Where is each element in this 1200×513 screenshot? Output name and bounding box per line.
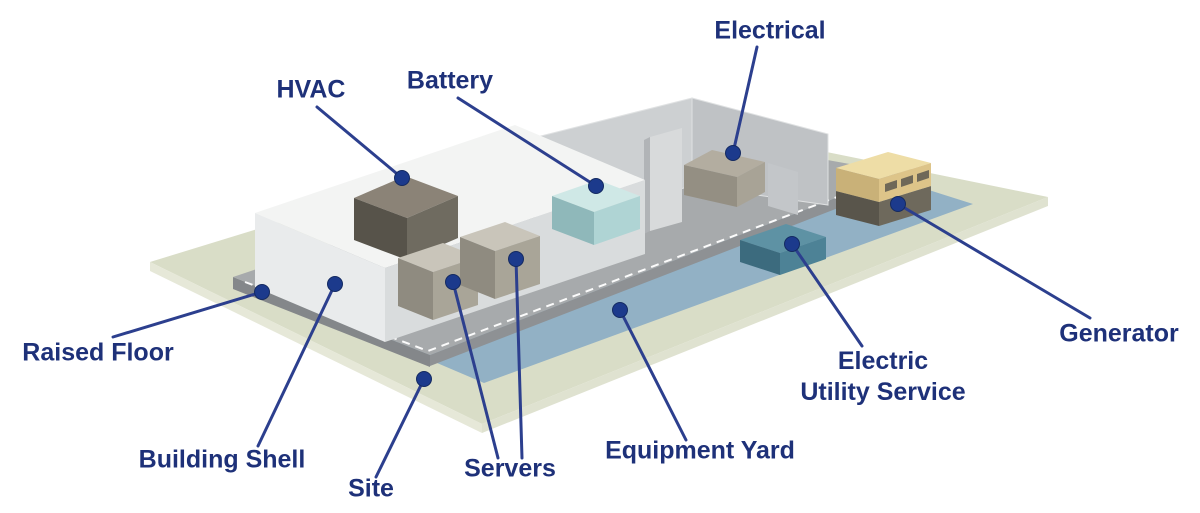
label-site: Site bbox=[348, 474, 394, 503]
utility-face-front bbox=[780, 237, 826, 275]
server2-face-left bbox=[460, 237, 495, 299]
leader-electrical bbox=[731, 45, 759, 155]
anchor-dot-raised-floor bbox=[254, 284, 270, 300]
anchor-dot-hvac bbox=[394, 170, 410, 186]
generator-base-left bbox=[836, 191, 879, 226]
electrical-top bbox=[684, 150, 765, 177]
slab-side-left bbox=[233, 277, 430, 367]
server1-top bbox=[398, 243, 478, 272]
label-raised-floor: Raised Floor bbox=[22, 338, 174, 367]
anchor-dot-battery bbox=[588, 178, 604, 194]
label-electric-utility-service: Electric Utility Service bbox=[800, 346, 965, 409]
electrical-face-left bbox=[684, 165, 737, 207]
site-edge-right bbox=[482, 197, 1048, 433]
label-equipment-yard: Equipment Yard bbox=[605, 436, 795, 465]
leader-lines bbox=[111, 45, 1092, 479]
anchor-dot-servers-1 bbox=[445, 274, 461, 290]
label-battery: Battery bbox=[406, 66, 494, 95]
battery-unit bbox=[552, 180, 640, 245]
utility-service-unit bbox=[740, 224, 826, 275]
label-hvac: HVAC bbox=[276, 75, 346, 104]
generator-top bbox=[836, 152, 931, 179]
hvac-face-left bbox=[354, 198, 407, 260]
label-electric-utility-line2: Utility Service bbox=[800, 378, 966, 406]
anchor-dot-site bbox=[416, 371, 432, 387]
hvac-face-front bbox=[407, 196, 458, 260]
leader-battery bbox=[456, 96, 598, 188]
leader-electric-utility bbox=[790, 242, 864, 348]
slab-side-front bbox=[430, 173, 900, 366]
partition-c bbox=[768, 163, 798, 215]
anchor-dot-servers-2 bbox=[508, 251, 524, 267]
label-electrical: Electrical bbox=[714, 16, 826, 45]
server1-face-left bbox=[398, 258, 433, 320]
utility-face-left bbox=[740, 240, 780, 275]
electrical-unit bbox=[684, 150, 765, 207]
partition-b bbox=[650, 128, 682, 231]
leader-site bbox=[374, 377, 426, 479]
anchor-dot-equipment-yard bbox=[612, 302, 628, 318]
generator-face-left bbox=[836, 168, 879, 202]
label-electric-utility-line1: Electric bbox=[837, 346, 929, 375]
label-generator: Generator bbox=[1059, 319, 1179, 348]
anchor-dot-generator bbox=[890, 196, 906, 212]
server2-top bbox=[460, 222, 540, 251]
leader-servers-2 bbox=[514, 257, 524, 460]
label-servers: Servers bbox=[464, 454, 556, 483]
site-edge-left bbox=[150, 262, 482, 433]
generator-building bbox=[836, 152, 931, 226]
anchor-dot-electric-utility bbox=[784, 236, 800, 252]
generator-window-2 bbox=[901, 175, 913, 187]
leader-servers-1 bbox=[451, 280, 500, 460]
leader-hvac bbox=[315, 105, 404, 180]
battery-face-front bbox=[594, 196, 640, 245]
battery-top bbox=[552, 180, 640, 212]
shell-face-left bbox=[255, 213, 385, 342]
label-building-shell: Building Shell bbox=[138, 445, 306, 474]
electrical-face-front bbox=[737, 162, 765, 207]
leader-raised-floor bbox=[111, 290, 264, 339]
leader-generator bbox=[896, 202, 1092, 320]
leader-equipment-yard bbox=[618, 308, 688, 442]
anchor-dots bbox=[254, 145, 906, 387]
utility-top bbox=[740, 224, 826, 253]
leader-building-shell bbox=[256, 282, 337, 448]
hvac-top bbox=[354, 176, 458, 218]
generator-window-1 bbox=[885, 180, 897, 192]
anchor-dot-electrical bbox=[725, 145, 741, 161]
partition-b-edge bbox=[644, 137, 650, 234]
anchor-dot-building-shell bbox=[327, 276, 343, 292]
generator-window-3 bbox=[917, 170, 929, 182]
battery-face-left bbox=[552, 196, 594, 245]
hvac-unit bbox=[354, 176, 458, 260]
